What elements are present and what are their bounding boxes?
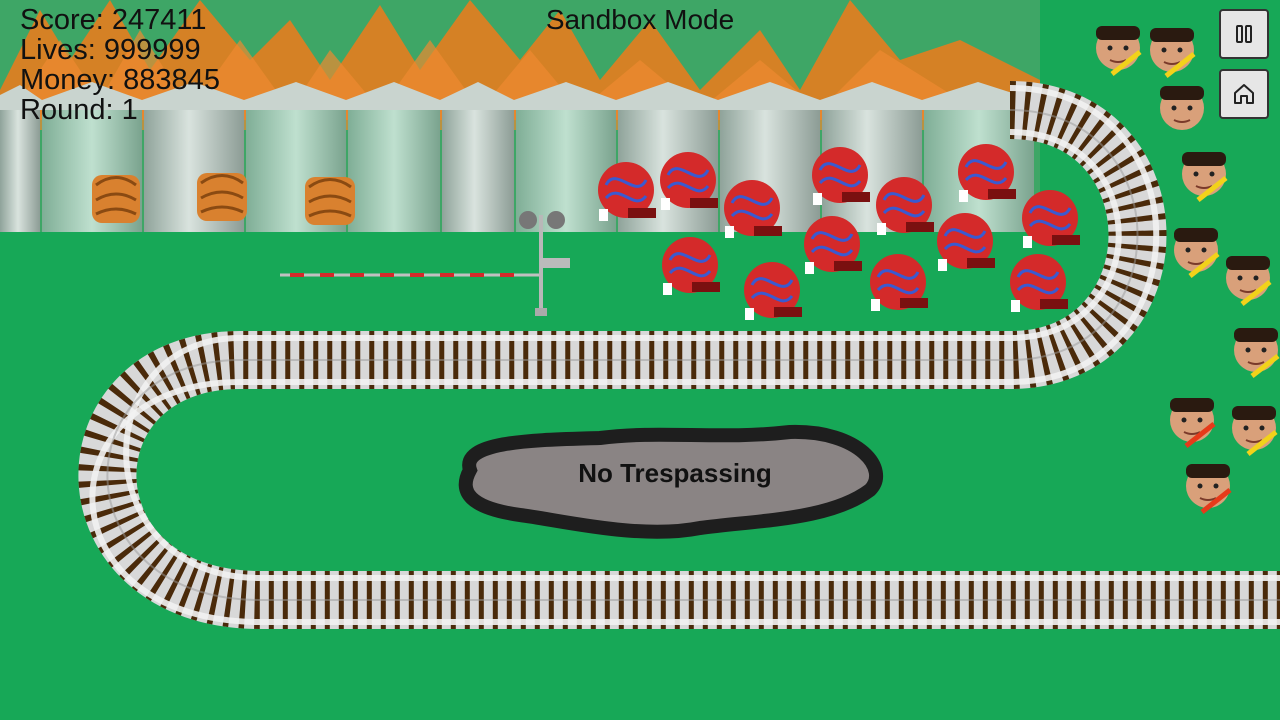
train-car <box>92 175 140 223</box>
lives-readout: Lives: 999999 <box>20 35 201 65</box>
tower-face[interactable] <box>1182 152 1228 202</box>
money-label: Money: <box>20 64 124 96</box>
railway-track <box>78 81 1280 629</box>
crossing-gate <box>280 211 570 316</box>
round-value: 1 <box>121 94 138 126</box>
enemy-blob[interactable] <box>662 237 720 295</box>
enemy-blob[interactable] <box>812 147 870 205</box>
enemy-blob[interactable] <box>870 254 928 311</box>
tower-face[interactable] <box>1232 406 1278 456</box>
no-trespassing-sign <box>458 424 883 539</box>
enemy-blob[interactable] <box>724 180 782 238</box>
score-readout: Score: 247411 <box>20 5 207 35</box>
money-value: 883845 <box>123 64 220 96</box>
tower-face[interactable] <box>1234 328 1280 378</box>
round-readout: Round: 1 <box>20 95 138 125</box>
sign-label: No Trespassing <box>578 458 772 488</box>
lives-value: 999999 <box>103 34 201 66</box>
enemy-blob[interactable] <box>744 262 802 320</box>
train-car <box>197 173 247 221</box>
pause-icon <box>1236 25 1252 43</box>
enemy-blob[interactable] <box>1022 190 1080 248</box>
home-button[interactable] <box>1219 69 1269 119</box>
money-readout: Money: 883845 <box>20 65 220 95</box>
tower-face[interactable] <box>1096 26 1142 76</box>
enemy-blob[interactable] <box>660 152 718 210</box>
enemy-blob[interactable] <box>876 177 934 235</box>
score-value: 247411 <box>111 4 207 36</box>
enemy-blob[interactable] <box>598 162 656 221</box>
pause-button[interactable] <box>1219 9 1269 59</box>
round-label: Round: <box>20 94 122 126</box>
tower-face[interactable] <box>1160 86 1204 130</box>
enemy-blob[interactable] <box>937 213 995 271</box>
score-label: Score: <box>20 4 112 36</box>
tower-face[interactable] <box>1170 398 1216 448</box>
enemy-blob[interactable] <box>1010 254 1068 312</box>
tower-face[interactable] <box>1174 228 1220 278</box>
enemy-blob[interactable] <box>804 216 862 274</box>
mode-title: Sandbox Mode <box>545 4 735 35</box>
enemy-blob[interactable] <box>958 144 1016 202</box>
tower-face[interactable] <box>1150 28 1196 78</box>
home-icon <box>1234 84 1254 104</box>
lives-label: Lives: <box>20 34 104 66</box>
train-car <box>305 177 355 225</box>
tower-face[interactable] <box>1226 256 1272 306</box>
tower-face[interactable] <box>1186 464 1232 514</box>
